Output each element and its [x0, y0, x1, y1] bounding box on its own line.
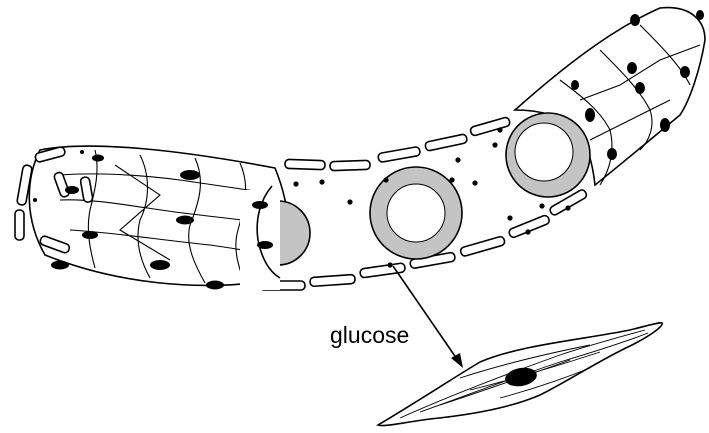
glucose-arrow [393, 266, 463, 368]
glucose-label: glucose [330, 322, 409, 349]
red-blood-cell-right [506, 113, 590, 197]
vessel-body [29, 8, 705, 286]
muscle-cell [378, 323, 662, 426]
